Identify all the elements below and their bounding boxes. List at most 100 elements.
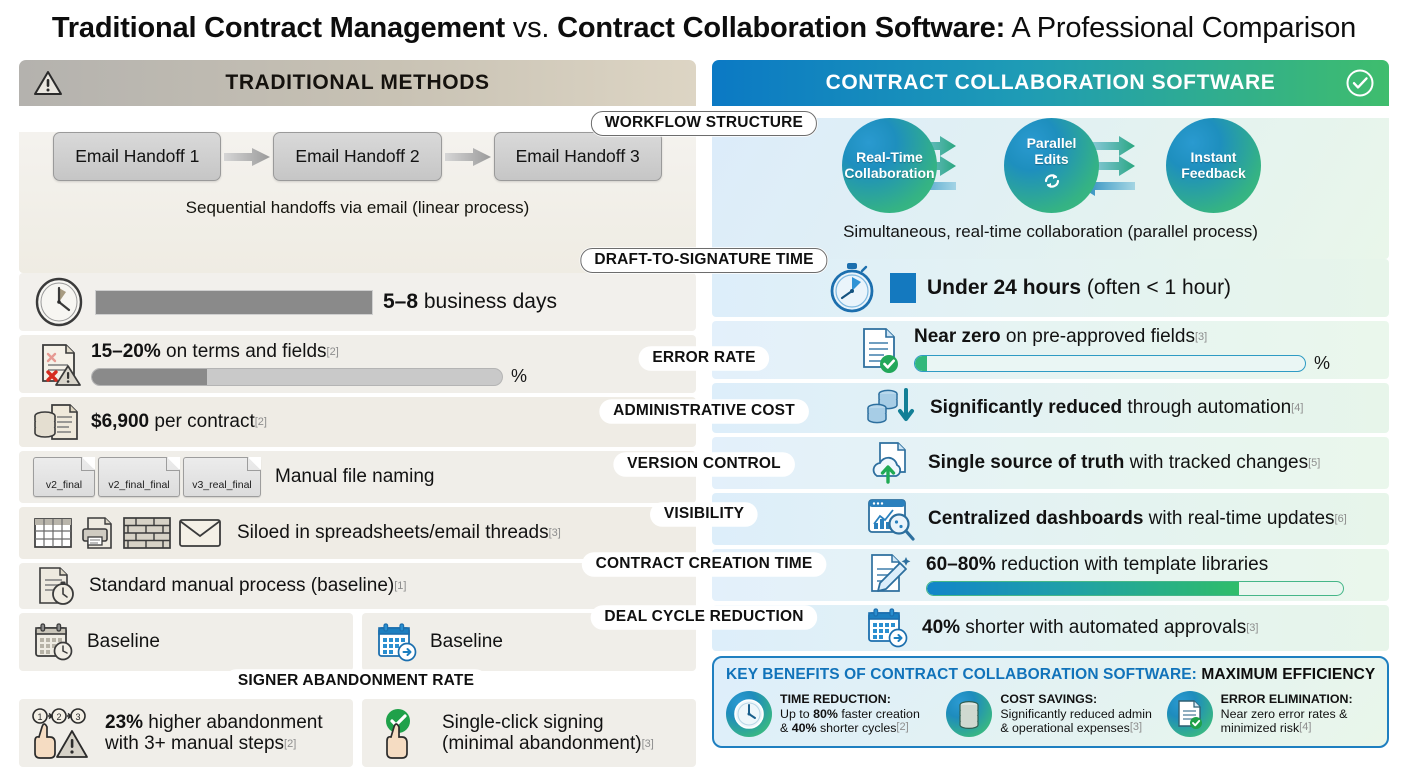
left-error-rate-ref: [2] bbox=[326, 345, 339, 358]
right-error-rate-bar-fill bbox=[915, 355, 927, 371]
left-error-rate-text: 15–20% on terms and fields[2] bbox=[91, 341, 527, 362]
left-row-administrative-cost: $6,900 per contract[2] bbox=[19, 397, 696, 447]
center-label-visibility: VISIBILITY bbox=[650, 503, 758, 526]
right-error-rate-ref: [3] bbox=[1194, 331, 1208, 344]
key-benefit-1-line2: & 40% shorter cycles[2] bbox=[780, 721, 909, 735]
right-error-rate-text: Near zero on pre-approved fields[3] bbox=[914, 326, 1330, 347]
left-admin-cost-text: $6,900 per contract[2] bbox=[91, 411, 267, 432]
coins-document-icon bbox=[33, 401, 81, 443]
coins-down-arrow-icon bbox=[866, 386, 918, 430]
document-magic-pen-icon bbox=[864, 551, 914, 599]
right-visibility-value: Centralized dashboards bbox=[928, 508, 1144, 530]
right-row-draft-to-signature: Under 24 hours (often < 1 hour) bbox=[712, 259, 1389, 317]
key-benefit-2-line1: Significantly reduced admin bbox=[1000, 706, 1152, 721]
left-baseline-cell-1: Baseline bbox=[19, 613, 353, 671]
circle-node-instant-feedback: Instant Feedback bbox=[1166, 118, 1261, 213]
left-workflow-caption: Sequential handoffs via email (linear pr… bbox=[185, 198, 530, 217]
chain-step-2: Email Handoff 2 bbox=[273, 132, 442, 181]
left-version-control-text: Manual file naming bbox=[275, 466, 435, 488]
center-label-version-control: VERSION CONTROL bbox=[614, 453, 794, 476]
key-benefit-time-reduction: TIME REDUCTION: Up to 80% faster creatio… bbox=[726, 691, 934, 737]
left-admin-cost-value: $6,900 bbox=[91, 411, 150, 433]
center-label-contract-creation-time: CONTRACT CREATION TIME bbox=[582, 553, 826, 576]
key-benefits-title-blue: KEY BENEFITS OF CONTRACT COLLABORATION S… bbox=[726, 666, 1197, 683]
right-row-contract-creation-time: 60–80% reduction with template libraries bbox=[712, 549, 1389, 601]
right-visibility-ref: [6] bbox=[1334, 513, 1347, 526]
cloud-upload-document-icon bbox=[868, 440, 916, 486]
key-benefit-1-heading: TIME REDUCTION: bbox=[780, 691, 891, 706]
right-creation-time-rest: reduction with template libraries bbox=[995, 553, 1269, 575]
circle-node-2-line2: Edits bbox=[1034, 151, 1069, 168]
left-visibility-label: Siloed in spreadsheets/email threads bbox=[237, 522, 549, 544]
right-admin-cost-ref: [4] bbox=[1291, 402, 1304, 415]
key-benefit-error-elimination: ERROR ELIMINATION: Near zero error rates… bbox=[1166, 691, 1375, 737]
left-abandonment-rest: higher abandonment bbox=[143, 711, 323, 733]
right-deal-cycle-rest: shorter with automated approvals bbox=[960, 617, 1247, 639]
left-visibility-text: Siloed in spreadsheets/email threads[3] bbox=[237, 522, 561, 543]
left-baseline-label-2: Baseline bbox=[430, 631, 503, 653]
title-part-1: Traditional Contract Management bbox=[51, 12, 505, 44]
dashboard-magnifier-icon bbox=[866, 496, 916, 542]
key-benefits-title: KEY BENEFITS OF CONTRACT COLLABORATION S… bbox=[726, 666, 1375, 684]
key-benefit-3-heading: ERROR ELIMINATION: bbox=[1220, 691, 1353, 706]
file-chip-1: v2_final bbox=[33, 457, 95, 497]
draft-time-bar bbox=[95, 289, 373, 315]
kb1-l2-bold: 40% bbox=[791, 721, 817, 736]
left-row-contract-creation-time: Standard manual process (baseline)[1] bbox=[19, 563, 696, 609]
svg-text:3: 3 bbox=[75, 712, 80, 722]
circle-node-parallel-edits: Parallel Edits bbox=[1004, 118, 1099, 213]
left-error-rate-bar-suffix: % bbox=[511, 366, 528, 387]
left-row-error-rate: 15–20% on terms and fields[2] % bbox=[19, 335, 696, 393]
calendar-arrow-icon-blue bbox=[866, 607, 910, 649]
right-panel-header: CONTRACT COLLABORATION SOFTWARE bbox=[712, 60, 1389, 106]
left-admin-cost-rest: per contract bbox=[149, 411, 255, 433]
right-version-control-text: Single source of truth with tracked chan… bbox=[928, 452, 1320, 473]
left-workflow-block: Email Handoff 1 Email Handoff 2 Email Ha… bbox=[19, 132, 696, 273]
chain-step-1: Email Handoff 1 bbox=[53, 132, 222, 181]
right-abandonment-line2: (minimal abandonment) bbox=[442, 733, 642, 754]
right-version-control-rest: with tracked changes bbox=[1124, 452, 1309, 474]
right-abandonment-line1: Single-click signing bbox=[442, 711, 604, 733]
right-row-version-control: Single source of truth with tracked chan… bbox=[712, 437, 1389, 489]
right-error-rate-bar-suffix: % bbox=[1314, 352, 1331, 373]
right-draft-time-value: Under 24 hours bbox=[927, 276, 1082, 300]
stopwatch-icon bbox=[826, 261, 878, 315]
key-benefit-2-heading: COST SAVINGS: bbox=[1000, 691, 1098, 706]
page-title: Traditional Contract Management vs. Cont… bbox=[0, 8, 1408, 48]
kb2-ref: [3] bbox=[1129, 721, 1143, 734]
traditional-methods-column: TRADITIONAL METHODS Email Handoff 1 Emai… bbox=[19, 60, 696, 767]
left-abandonment-value: 23% bbox=[105, 711, 144, 733]
key-benefit-3-line1: Near zero error rates & bbox=[1220, 706, 1348, 721]
left-abandonment-cell: 1 2 3 23% higher abandonment with 3+ man… bbox=[19, 699, 353, 767]
svg-text:1: 1 bbox=[37, 712, 42, 722]
circle-node-real-time-collaboration: Real-Time Collaboration bbox=[842, 118, 937, 213]
kb3-ref: [4] bbox=[1299, 721, 1312, 734]
left-error-rate-bar-fill bbox=[92, 368, 207, 385]
left-draft-time-rest: business days bbox=[418, 290, 557, 314]
left-draft-time-text: 5–8 business days bbox=[383, 290, 557, 314]
left-draft-time-value: 5–8 bbox=[383, 290, 419, 314]
chain-step-3: Email Handoff 3 bbox=[493, 132, 662, 181]
document-check-icon bbox=[856, 325, 904, 375]
left-row-draft-to-signature: 5–8 business days bbox=[19, 273, 696, 331]
right-error-rate-value: Near zero bbox=[914, 326, 1001, 348]
key-benefit-1-line1: Up to 80% faster creation bbox=[780, 707, 920, 721]
key-benefits-title-black: MAXIMUM EFFICIENCY bbox=[1196, 666, 1376, 683]
left-creation-time-label: Standard manual process (baseline) bbox=[89, 575, 395, 597]
left-baseline-label-1: Baseline bbox=[87, 631, 160, 653]
right-version-control-ref: [5] bbox=[1308, 457, 1321, 470]
green-check-hand-icon bbox=[374, 707, 430, 759]
left-row-visibility: Siloed in spreadsheets/email threads[3] bbox=[19, 507, 696, 559]
left-creation-time-text: Standard manual process (baseline)[1] bbox=[89, 575, 406, 596]
left-abandonment-ref: [2] bbox=[284, 738, 297, 750]
email-handoff-chain: Email Handoff 1 Email Handoff 2 Email Ha… bbox=[19, 132, 696, 181]
blue-square-swatch bbox=[890, 273, 916, 303]
left-abandonment-split-row: 1 2 3 23% higher abandonment with 3+ man… bbox=[19, 699, 696, 767]
left-creation-time-ref: [1] bbox=[394, 580, 407, 593]
brick-wall-icon bbox=[123, 516, 171, 550]
title-part-2: vs. bbox=[504, 12, 558, 44]
left-row-version-control: v2_final v2_final_final v3_real_final Ma… bbox=[19, 451, 696, 503]
right-workflow-caption: Simultaneous, real-time collaboration (p… bbox=[843, 222, 1258, 241]
document-check-icon bbox=[1166, 691, 1213, 737]
